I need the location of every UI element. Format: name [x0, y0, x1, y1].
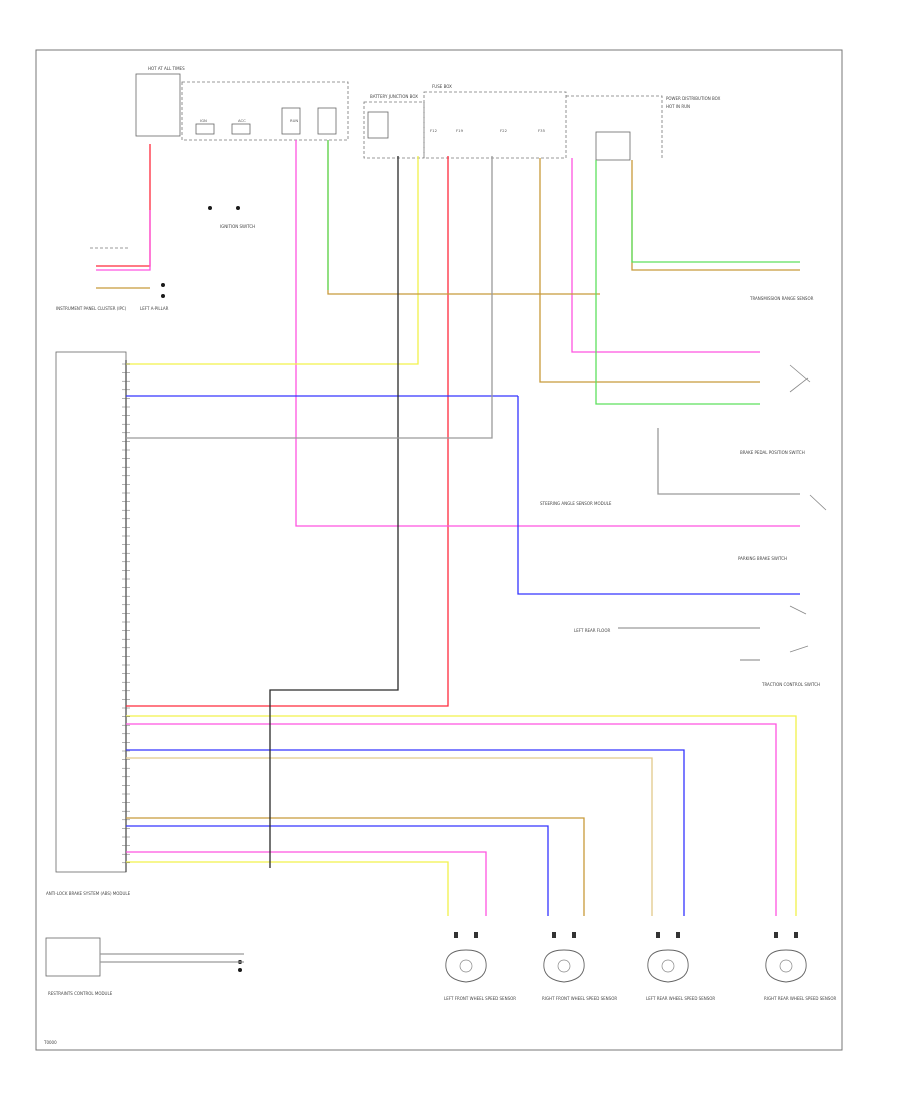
abs-control-module: ANTI-LOCK BRAKE SYSTEM (ABS) MODULE: [46, 351, 131, 896]
svg-text:IGN: IGN: [200, 118, 207, 123]
blue-lr-sensor-wire: [126, 749, 685, 916]
pink-bus-to-rr-wire: [126, 723, 777, 916]
sensor-label: RIGHT FRONT WHEEL SPEED SENSOR: [542, 996, 617, 1001]
brake-switch-label: BRAKE PEDAL POSITION SWITCH: [740, 450, 805, 455]
sensor-pin: [656, 932, 660, 938]
brake-pedal-switch: BRAKE PEDAL POSITION SWITCH: [740, 450, 827, 511]
brown-lf-signal-wire: [126, 817, 585, 916]
yellow-hi-feed-wire: [126, 156, 419, 365]
abs-module-label: ANTI-LOCK BRAKE SYSTEM (ABS) MODULE: [46, 891, 131, 896]
wheel-speed-sensor-2: RIGHT FRONT WHEEL SPEED SENSOR: [542, 932, 617, 1001]
yellow-rr-sensor-wire: [126, 715, 797, 916]
red-sensor-feed-wire: [126, 156, 449, 707]
svg-text:F12: F12: [430, 128, 438, 133]
svg-text:RUN: RUN: [290, 118, 298, 123]
wire-layer: [96, 140, 800, 963]
svg-text:FUSE BOX: FUSE BOX: [432, 84, 452, 89]
ipc-label: INSTRUMENT PANEL CLUSTER (IPC): [56, 306, 127, 311]
sensor-pin: [454, 932, 458, 938]
footer-code: T0000: [43, 1040, 57, 1045]
sensor-pin: [774, 932, 778, 938]
sensor-body-icon: [765, 949, 807, 983]
sensor-label: LEFT REAR WHEEL SPEED SENSOR: [646, 996, 715, 1001]
sensor-body-icon: [543, 949, 585, 983]
trans-switch-label: TRANSMISSION RANGE SENSOR: [749, 296, 814, 301]
svg-text:F22: F22: [500, 128, 508, 133]
gray-abs-gnd-wire: [126, 156, 493, 439]
green-pd-feed-wire: [631, 190, 800, 263]
sensor-pin: [552, 932, 556, 938]
sensor-layer: LEFT FRONT WHEEL SPEED SENSOR RIGHT FRONT…: [444, 932, 836, 1001]
tan-lr-signal-wire: [126, 757, 653, 916]
brown-pwr-to-right-wire: [539, 158, 760, 383]
stability-module-label: STEERING ANGLE SENSOR MODULE: [540, 501, 612, 506]
diagram-frame: [35, 49, 843, 1051]
ground-g1-label: LEFT A-PILLAR: [140, 306, 169, 311]
parking-brake-switch: PARKING BRAKE SWITCH STEERING ANGLE SENS…: [540, 501, 807, 615]
svg-text:ACC: ACC: [238, 118, 246, 123]
fuse-box: [423, 91, 567, 159]
svg-text:F35: F35: [538, 128, 546, 133]
ground-g2-label: LEFT REAR FLOOR: [574, 628, 610, 633]
pin-switch-label: IGNITION SWITCH: [220, 224, 255, 229]
power-distribution-box: POWER DISTRIBUTION BOX HOT IN RUN: [566, 95, 721, 161]
traction-switch-label: TRACTION CONTROL SWITCH: [761, 682, 820, 687]
sensor-core-icon: [661, 959, 675, 973]
wheel-speed-sensor-4: RIGHT REAR WHEEL SPEED SENSOR: [764, 932, 836, 1001]
sensor-body-icon: [647, 949, 689, 983]
svg-text:HOT IN RUN: HOT IN RUN: [666, 104, 690, 109]
sensor-pin: [794, 932, 798, 938]
transmission-range-switch: TRANSMISSION RANGE SENSOR: [749, 296, 814, 393]
wheel-speed-sensor-3: LEFT REAR WHEEL SPEED SENSOR: [646, 932, 715, 1001]
blue-rf-sensor-wire: [126, 825, 549, 916]
pink-brake-feed-wire: [571, 158, 760, 353]
sensor-label: RIGHT REAR WHEEL SPEED SENSOR: [764, 996, 836, 1001]
sensor-pin: [474, 932, 478, 938]
restraints-control-module: RESTRAINTS CONTROL MODULE: [45, 937, 242, 996]
traction-control-switch: TRACTION CONTROL SWITCH LEFT REAR FLOOR: [574, 628, 820, 687]
svg-text:F19: F19: [456, 128, 464, 133]
green-right-bus-wire: [595, 160, 760, 405]
black-ground-main-wire: [269, 156, 399, 868]
pink-left-ign-wire: [96, 210, 151, 271]
gray-brake-ground-wire: [657, 428, 800, 495]
sensor-pin: [676, 932, 680, 938]
blue-abs-can-wire: [517, 396, 800, 595]
park-switch-label: PARKING BRAKE SWITCH: [738, 556, 787, 561]
hot-fuse-label: HOT AT ALL TIMES: [148, 66, 185, 71]
bjb-label: BATTERY JUNCTION BOX: [370, 94, 418, 99]
hot-at-all-times-fuse: HOT AT ALL TIMES IGN ACC RUN: [135, 66, 349, 141]
sensor-core-icon: [557, 959, 571, 973]
rcm-label: RESTRAINTS CONTROL MODULE: [48, 991, 113, 996]
sensor-body-icon: [445, 949, 487, 983]
power-dist-label: POWER DISTRIBUTION BOX: [666, 96, 721, 101]
sensor-core-icon: [459, 959, 473, 973]
sensor-core-icon: [779, 959, 793, 973]
battery-junction-box: BATTERY JUNCTION BOX FUSE BOX F12 F19 F2…: [363, 84, 567, 159]
sensor-label: LEFT FRONT WHEEL SPEED SENSOR: [444, 996, 516, 1001]
pink-ign-feed-wire: [295, 140, 800, 527]
ipc-connector-block: INSTRUMENT PANEL CLUSTER (IPC) LEFT A-PI…: [56, 206, 255, 311]
sensor-pin: [572, 932, 576, 938]
pink-lf-sensor-wire: [126, 851, 487, 916]
yellow-lf-sensor-wire: [126, 861, 449, 916]
wheel-speed-sensor-1: LEFT FRONT WHEEL SPEED SENSOR: [444, 932, 516, 1001]
